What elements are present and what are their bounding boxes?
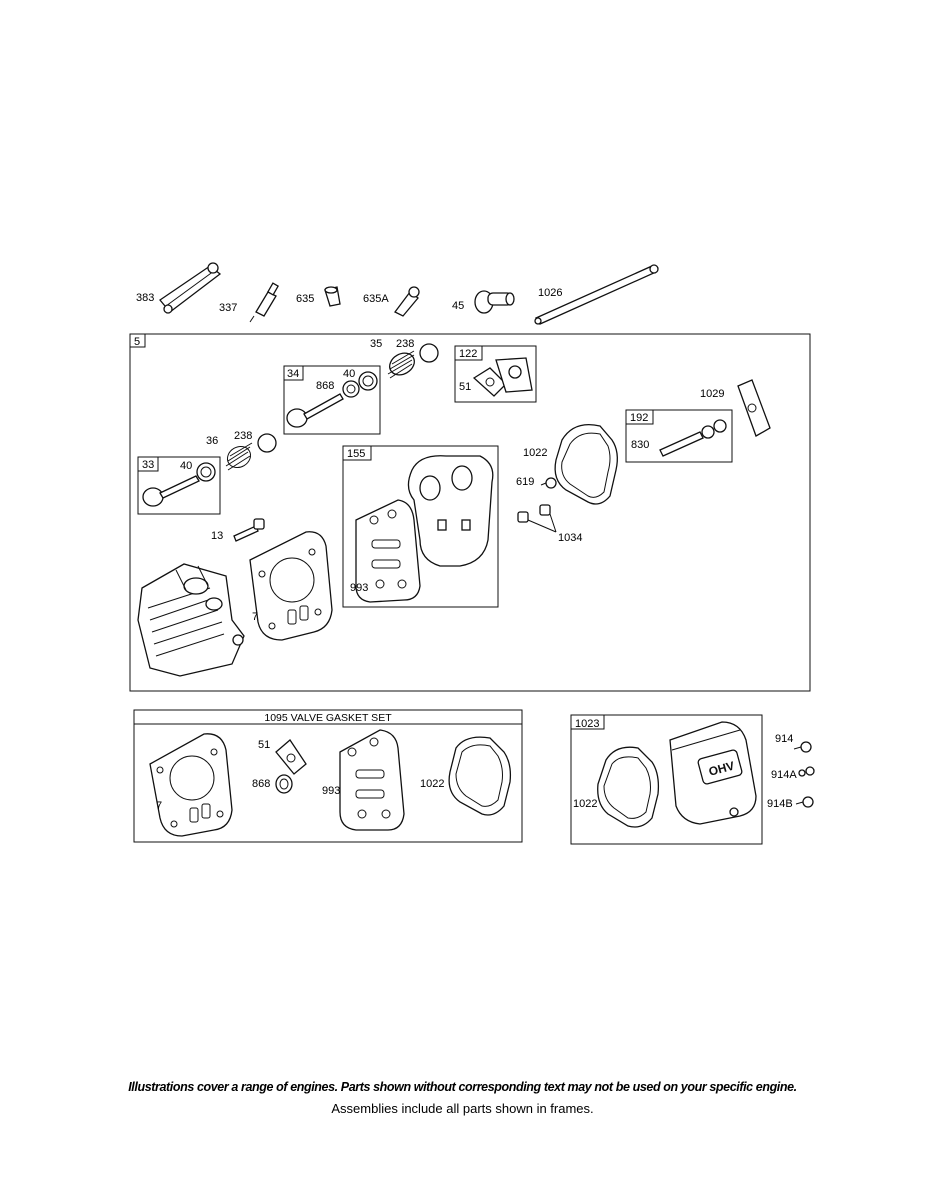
frame-33-tag: [137, 456, 159, 472]
frame-5: [129, 333, 811, 692]
cover-part-rocker-cover: OHV: [669, 721, 757, 825]
set-label-51: 51: [258, 739, 270, 751]
footer-disclaimer: Illustrations cover a range of engines. …: [128, 1080, 797, 1094]
cover-part-914b-bolt: [795, 796, 814, 808]
part-1029-rocker-arm: [737, 379, 771, 437]
frame-155-label: 155: [347, 448, 365, 460]
label-1029: 1029: [700, 388, 724, 400]
part-35-valve-spring: [387, 350, 415, 379]
frame-1095-valve-gasket-set: [133, 709, 523, 843]
part-33-intake-valve: [142, 462, 216, 507]
part-36-valve-spring: [225, 442, 253, 471]
set-part-993-gasket: [339, 729, 405, 831]
set-part-1022-gasket: [448, 736, 512, 816]
frame-5-label: 5: [134, 336, 140, 348]
label-51: 51: [459, 381, 471, 393]
cover-part-914a-washer: [798, 766, 815, 777]
label-383: 383: [136, 292, 154, 304]
frame-34: [283, 365, 381, 435]
label-40-top: 40: [343, 368, 355, 380]
frame-122-tag: [454, 345, 483, 361]
frame-34-tag: [283, 365, 304, 381]
cover-label-1022: 1022: [573, 798, 597, 810]
set-part-51-gasket: [275, 739, 307, 775]
set-part-868-seal: [275, 774, 293, 794]
label-868: 868: [316, 380, 334, 392]
label-238-top: 238: [396, 338, 414, 350]
frame-34-label: 34: [287, 368, 299, 380]
cover-part-914-screw: [793, 741, 812, 753]
label-830: 830: [631, 439, 649, 451]
frame-122-label: 122: [459, 348, 477, 360]
label-337: 337: [219, 302, 237, 314]
part-34-exhaust-valve: [286, 371, 378, 428]
frame-155: [342, 445, 499, 608]
part-cylinder-head: [137, 563, 245, 677]
frame-33-label: 33: [142, 459, 154, 471]
label-1022-main: 1022: [523, 447, 547, 459]
frame-1095-title: 1095 VALVE GASKET SET: [264, 712, 392, 724]
frame-5-tag: [129, 333, 146, 348]
label-238-lower: 238: [234, 430, 252, 442]
label-1026: 1026: [538, 287, 562, 299]
part-7-cylinder-head-gasket: [249, 531, 333, 641]
label-993: 993: [350, 582, 368, 594]
label-35: 35: [370, 338, 382, 350]
label-619: 619: [516, 476, 534, 488]
cover-label-914a: 914A: [771, 769, 797, 781]
part-635a-valve-part: [394, 286, 420, 317]
set-label-993: 993: [322, 785, 340, 797]
frame-155-tag: [342, 445, 372, 461]
label-13: 13: [211, 530, 223, 542]
cover-label-914b: 914B: [767, 798, 793, 810]
label-1034: 1034: [558, 532, 582, 544]
cover-logo-text: OHV: [707, 759, 736, 779]
label-40-lower: 40: [180, 460, 192, 472]
part-45-breather-tube: [474, 290, 515, 314]
frame-33: [137, 456, 221, 515]
part-238-spring-retainer: [419, 343, 439, 363]
footer-assemblies-note: Assemblies include all parts shown in fr…: [331, 1101, 594, 1116]
frame-192-label: 192: [630, 412, 648, 424]
frame-1023: [570, 714, 763, 845]
part-238-spring-retainer-lower: [257, 433, 277, 453]
frame-1023-label: 1023: [575, 718, 599, 730]
part-830-rocker-stud: [659, 419, 727, 457]
frame-192: [625, 409, 733, 463]
label-45: 45: [452, 300, 464, 312]
part-1026-push-rod: [534, 264, 659, 325]
part-155-breather-assembly: [355, 455, 494, 603]
label-635: 635: [296, 293, 314, 305]
set-label-868: 868: [252, 778, 270, 790]
part-619-screw: [540, 477, 557, 489]
set-label-7: 7: [156, 800, 162, 812]
part-337-spark-plug: [249, 282, 279, 323]
label-7-main: 7: [252, 611, 258, 623]
frame-122: [454, 345, 537, 403]
label-36: 36: [206, 435, 218, 447]
set-part-7-head-gasket: [149, 733, 233, 837]
frame-1023-tag: [570, 714, 605, 730]
part-1022-rocker-cover-gasket: [554, 423, 618, 505]
frame-192-tag: [625, 409, 654, 425]
part-383-intake-manifold: [159, 262, 222, 314]
part-13-head-bolt: [233, 518, 265, 542]
part-635-valve-cap: [324, 286, 341, 307]
part-51-gasket-and-breather: [472, 357, 533, 397]
cover-part-1022-gasket: [597, 746, 660, 828]
cover-label-914: 914: [775, 733, 793, 745]
part-1034-nuts: [517, 504, 557, 533]
label-635a: 635A: [363, 293, 389, 305]
set-label-1022: 1022: [420, 778, 444, 790]
